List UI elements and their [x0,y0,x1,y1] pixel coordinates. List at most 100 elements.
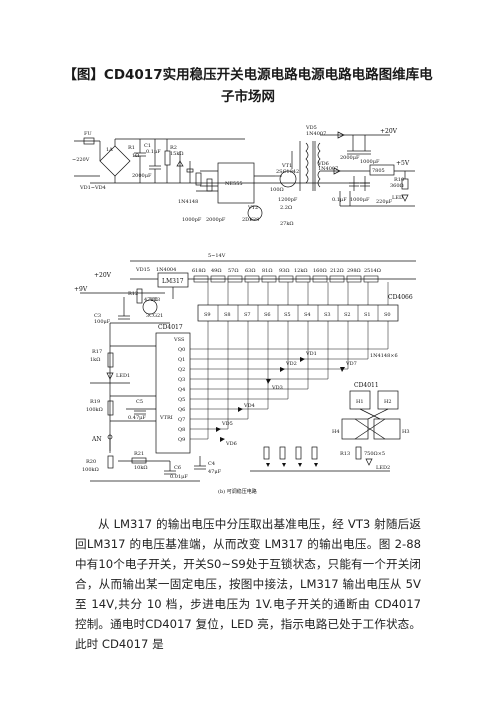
pin-q9: Q9 [178,437,185,443]
label-c6b-val: 0.01μF [170,474,188,480]
label-vd5: VD5 [305,125,317,131]
label-c10-val: 0.1μF [332,197,347,203]
label-r-led: R13 [340,451,350,457]
res-val-2: 57Ω [228,268,239,274]
label-r19: R19 [90,399,100,405]
label-r12: R12 [128,291,138,297]
label-vt2-type: 2DK28 [242,217,259,223]
label-c11-val: 1000μF [350,197,370,203]
label-c1: C1 [144,143,151,149]
label-ne555: NE555 [225,181,243,187]
switch-label-s2: S2 [344,312,351,318]
switch-label-s1: S1 [364,312,371,318]
label-led2: LED2 [376,465,390,471]
label-an: AN [91,436,102,443]
label-r12-val: 470Ω [144,297,158,303]
label-plus5v: +5V [396,160,410,167]
label-vt3-type: 3CG21 [146,313,163,319]
pin-q6: Q6 [178,407,185,413]
label-c6b: C6 [174,465,181,471]
label-vd1-vd4: VD1~VD4 [79,185,106,191]
res-val-3: 63Ω [245,268,256,274]
label-c3b: C3 [94,313,101,319]
label-vt3: VT3 [149,297,160,303]
label-vt1-type: 2SC1942 [276,169,299,175]
res-val-7: 160Ω [313,268,327,274]
switch-label-s9: S9 [204,312,211,318]
label-r-led-val: 750Ω×5 [364,451,385,457]
label-r1-val: 1Ω [132,153,139,159]
circuit-svg: FU 1A ~220V VD1~VD4 R1 1Ω C1 0.1μF 2000μ… [72,125,416,495]
label-plus20-mid: +20V [94,272,112,279]
res-val-8: 212Ω [330,268,344,274]
label-r8-val: 2.2Ω [280,205,292,211]
label-vd6: VD6 [317,161,329,167]
label-ac-in: ~220V [72,157,90,163]
label-c4-val: 2000pF [206,217,226,223]
label-vd-1n4148: 1N4148 [178,199,198,205]
pin-q5: Q5 [178,397,185,403]
label-vd4: VD4 [243,403,255,409]
label-vt2: VT2 [247,205,258,211]
switch-label-s5: S5 [284,312,291,318]
body-text: 从 LM317 的输出电压中分压取出基准电压，经 VT3 射随后返回LM317 … [75,514,421,654]
res-val-0: 618Ω [192,268,206,274]
label-7805: 7805 [372,168,385,174]
label-r2-val: 15kΩ [170,151,184,157]
pin-q4: Q4 [178,387,185,393]
label-c1-val: 0.1μF [146,149,161,155]
label-led: LED [392,195,403,201]
switch-label-s7: S7 [244,312,251,318]
label-vd6-type: 1N4007 [318,166,338,172]
label-r10-val: 360Ω [390,183,404,189]
label-r20: R20 [86,459,96,465]
pin-q1: Q1 [178,357,185,363]
label-vd3: VD3 [271,385,283,391]
label-h1: H1 [356,399,364,405]
pin-q8: Q8 [178,427,185,433]
page-title: 【图】CD4017实用稳压开关电源电路电源电路电路图维库电子市场网 [63,67,433,105]
label-c5-val: 1200pF [278,197,298,203]
switch-label-s0: S0 [384,312,391,318]
switch-label-s4: S4 [304,312,311,318]
label-c3-val: 1000pF [182,217,202,223]
switch-label-s6: S6 [264,312,271,318]
pin-q3: Q3 [178,377,185,383]
label-c5b-val: 0.47μF [128,415,146,421]
circuit-diagram: FU 1A ~220V VD1~VD4 R1 1Ω C1 0.1μF 2000μ… [70,121,420,496]
label-r20-val: 100kΩ [82,467,99,473]
switch-label-s3: S3 [324,312,331,318]
label-c2-val: 2000μF [132,173,152,179]
pin-q2: Q2 [178,367,185,373]
label-c4b: C4 [208,461,215,467]
label-r19-val: 100kΩ [86,407,103,413]
pin-vss: VSS [173,337,185,343]
label-plus20-top: +20V [380,128,398,135]
label-h3: H3 [402,429,410,435]
label-vd5b: VD5 [221,421,233,427]
label-cd4066: CD4066 [388,294,413,301]
label-r7-val: 100Ω [270,187,284,193]
res-val-9: 298Ω [347,268,361,274]
label-r9-val: 27kΩ [280,221,294,227]
figure-caption: (b) 可调稳压电路 [218,488,257,495]
label-h4: H4 [332,429,340,435]
res-val-6: 12kΩ [294,268,308,274]
res-val-4: 81Ω [262,268,273,274]
paragraph: 从 LM317 的输出电压中分压取出基准电压，经 VT3 射随后返回LM317 … [75,517,421,651]
pin-q7: Q7 [178,417,185,423]
label-vd5-type: 1N4007 [306,131,326,137]
res-val-10: 2514Ω [364,268,381,274]
pin-q0: Q0 [178,347,185,353]
label-vd7: VD7 [345,361,357,367]
label-r17: R17 [92,349,102,355]
label-r21-val: 10kΩ [134,465,148,471]
label-cd4011: CD4011 [354,382,379,389]
label-vd2: VD2 [285,361,297,367]
label-h2: H2 [384,399,392,405]
label-c6-val: 2000μF [340,155,360,161]
label-c4b-val: 47μF [208,469,222,475]
label-fu-rating: 1A [106,147,113,153]
res-val-1: 49Ω [211,268,222,274]
